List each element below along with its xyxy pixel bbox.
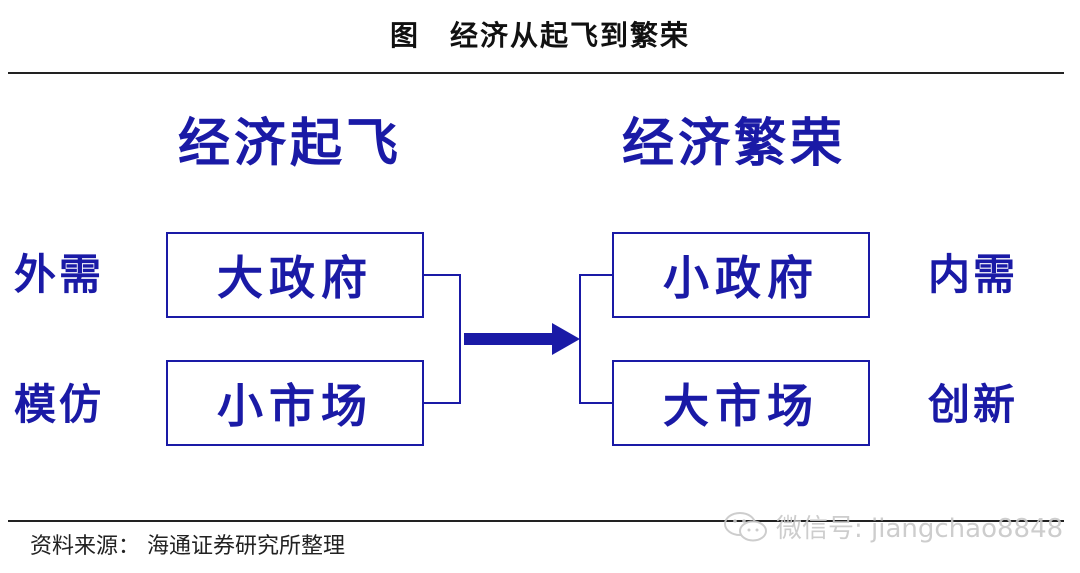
box-small-market-label: 小市场 — [217, 379, 373, 433]
left-side-bottom: 模仿 — [14, 380, 105, 429]
watermark: 微信号: jiangchao8848 — [722, 508, 1063, 545]
right-side-top: 内需 — [928, 250, 1019, 299]
figure-title-text: 经济从起飞到繁荣 — [450, 19, 691, 52]
box-small-market: 小市场 — [166, 360, 424, 446]
watermark-text: 微信号: jiangchao8848 — [776, 514, 1064, 544]
figure-label: 图 — [389, 19, 420, 52]
box-big-government-label: 大政府 — [217, 251, 373, 305]
left-heading: 经济起飞 — [178, 113, 403, 174]
left-side-top: 外需 — [14, 250, 105, 299]
box-big-market-label: 大市场 — [663, 379, 819, 433]
box-big-market: 大市场 — [612, 360, 870, 446]
right-side-bottom: 创新 — [928, 380, 1019, 429]
right-heading: 经济繁荣 — [622, 113, 847, 174]
wechat-icon — [724, 511, 767, 541]
top-rule — [8, 72, 1064, 74]
box-small-government-label: 小政府 — [663, 251, 819, 305]
box-small-government: 小政府 — [612, 232, 870, 318]
transition-arrow-icon — [464, 323, 580, 355]
bottom-rule — [8, 520, 1064, 522]
right-bracket — [579, 274, 612, 404]
figure-title: 图经济从起飞到繁荣 — [0, 14, 1080, 58]
source-note: 资料来源： 海通证券研究所整理 — [30, 534, 345, 559]
box-big-government: 大政府 — [166, 232, 424, 318]
left-bracket — [424, 274, 461, 404]
